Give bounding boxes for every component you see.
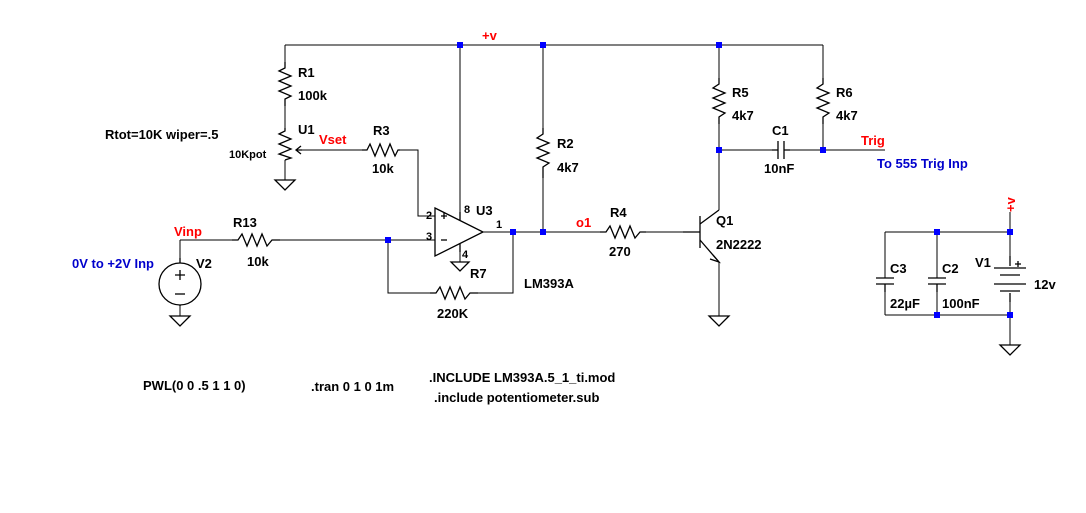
r2-ref: R2 [557, 136, 574, 151]
ground-icon [449, 261, 471, 272]
v1-ref: V1 [975, 255, 991, 270]
c3-value: 22µF [890, 296, 920, 311]
node [385, 237, 391, 243]
resistor-feedback[interactable] [430, 285, 478, 301]
ground-icon [273, 179, 297, 191]
ground-icon [168, 315, 192, 327]
node [934, 312, 940, 318]
node [1007, 229, 1013, 235]
c1-value: 10nF [764, 161, 794, 176]
v1-value: 12v [1034, 277, 1056, 292]
capacitor-c3[interactable] [876, 277, 894, 292]
resistor-r1[interactable] [277, 62, 293, 106]
resistor-r4[interactable] [600, 224, 646, 240]
u3-ref: U3 [476, 203, 493, 218]
resistor-r6[interactable] [815, 78, 831, 124]
q1-ref: Q1 [716, 213, 733, 228]
u3-pin4: 4 [462, 249, 469, 261]
r4-value: 270 [609, 244, 631, 259]
r1-ref: R1 [298, 65, 315, 80]
node [716, 147, 722, 153]
ground-icon [707, 315, 731, 327]
r6-value: 4k7 [836, 108, 858, 123]
junction-nodes [385, 42, 1013, 318]
resistor-r13[interactable] [232, 232, 280, 248]
q1-value: 2N2222 [716, 237, 762, 252]
c2-value: 100nF [942, 296, 980, 311]
u3-pin3: 3 [426, 231, 432, 243]
wires [179, 44, 1011, 345]
r13-value: 10k [247, 254, 269, 269]
net-label-vplus-right: +v [1003, 196, 1018, 212]
directive-include-model: .INCLUDE LM393A.5_1_ti.mod [429, 370, 615, 385]
net-label-trig: Trig [861, 133, 885, 148]
resistor-r3[interactable] [362, 142, 400, 158]
directive-include-pot: .include potentiometer.sub [434, 390, 599, 405]
node [934, 229, 940, 235]
u3-pin1: 1 [496, 219, 502, 231]
node [820, 147, 826, 153]
c3-ref: C3 [890, 261, 907, 276]
voltage-source-v2[interactable] [158, 258, 202, 306]
net-label-vplus-top: +v [482, 28, 498, 43]
r13-ref: R13 [233, 215, 257, 230]
r7-ref: R7 [470, 266, 487, 281]
net-label-o1: o1 [576, 215, 591, 230]
resistor-r2[interactable] [535, 128, 551, 178]
u3-value: LM393A [524, 276, 574, 291]
u1-param: Rtot=10K wiper=.5 [105, 127, 218, 142]
r3-ref: R3 [373, 123, 390, 138]
v2-ref: V2 [196, 256, 212, 271]
r5-value: 4k7 [732, 108, 754, 123]
net-label-vinp: Vinp [174, 224, 202, 239]
node [716, 42, 722, 48]
node [540, 229, 546, 235]
u1-value: 10Kpot [229, 149, 267, 161]
u3-pin8: 8 [464, 204, 470, 216]
directive-tran: .tran 0 1 0 1m [311, 379, 394, 394]
node [457, 42, 463, 48]
rfb-value: 220K [437, 306, 469, 321]
net-label-vset: Vset [319, 132, 347, 147]
node [1007, 312, 1013, 318]
transistor-q1[interactable] [683, 209, 722, 264]
capacitor-c1[interactable] [772, 141, 790, 159]
resistor-r5[interactable] [711, 78, 727, 124]
u1-ref: U1 [298, 122, 315, 137]
capacitor-c2[interactable] [928, 277, 946, 292]
c2-ref: C2 [942, 261, 959, 276]
potentiometer-u1[interactable] [277, 128, 294, 161]
ground-icon [998, 344, 1022, 356]
comment-input-range: 0V to +2V Inp [72, 256, 154, 271]
r1-value: 100k [298, 88, 328, 103]
pot-wiper-arrow [294, 145, 302, 155]
u3-pin2: 2 [426, 210, 432, 222]
directive-pwl: PWL(0 0 .5 1 1 0) [143, 378, 246, 393]
c1-ref: C1 [772, 123, 789, 138]
node [510, 229, 516, 235]
node [540, 42, 546, 48]
battery-v1[interactable] [994, 256, 1026, 302]
comment-trig-dest: To 555 Trig Inp [877, 156, 968, 171]
r3-value: 10k [372, 161, 394, 176]
opamp-u3[interactable] [434, 206, 485, 258]
r4-ref: R4 [610, 205, 627, 220]
r2-value: 4k7 [557, 160, 579, 175]
r5-ref: R5 [732, 85, 749, 100]
r6-ref: R6 [836, 85, 853, 100]
